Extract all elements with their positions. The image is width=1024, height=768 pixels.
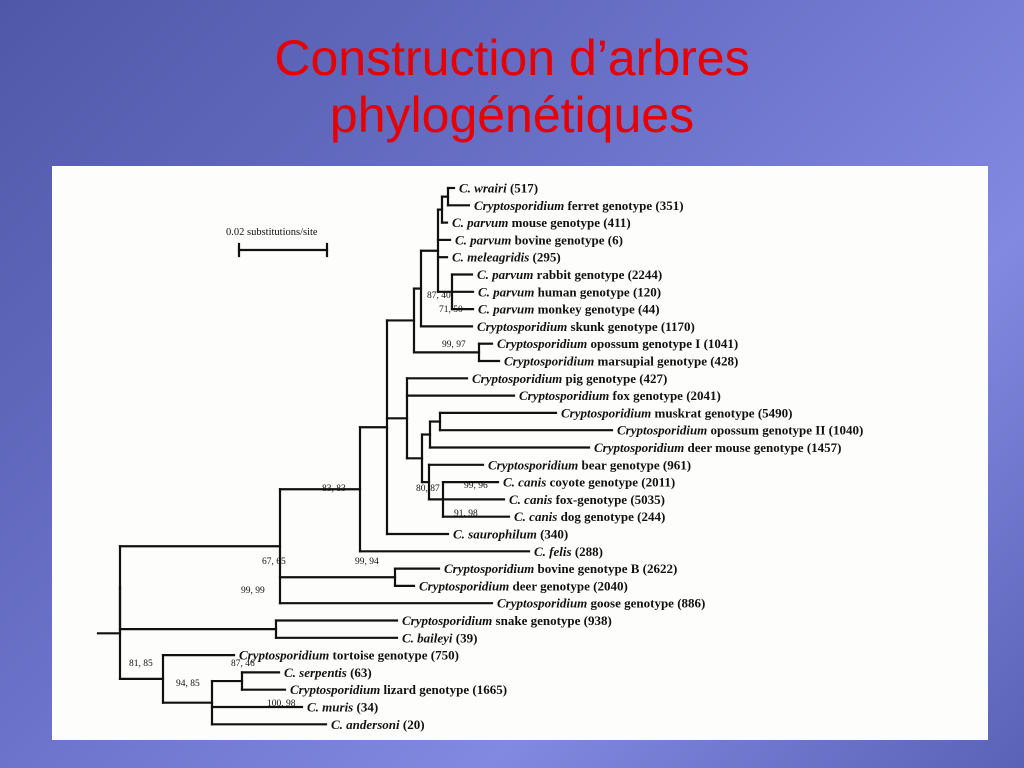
- leaf-label: C. parvum mouse genotype (411): [452, 215, 631, 230]
- leaf-label: Cryptosporidium fox genotype (2041): [519, 388, 721, 403]
- leaf-label: C. muris (34): [307, 700, 378, 715]
- leaf-label: C. saurophilum (340): [453, 527, 568, 542]
- leaf-label: Cryptosporidium deer mouse genotype (145…: [594, 440, 841, 455]
- scale-bar: 0.02 substitutions/site: [226, 227, 329, 258]
- leaf-label: C. felis (288): [534, 544, 603, 559]
- leaf-label: Cryptosporidium goose genotype (886): [497, 596, 705, 611]
- leaf-label: C. andersoni (20): [331, 717, 425, 732]
- leaf-label: C. parvum rabbit genotype (2244): [477, 267, 662, 282]
- bootstrap-value: 100, 98: [267, 699, 296, 709]
- leaf-label: Cryptosporidium marsupial genotype (428): [504, 354, 738, 369]
- bootstrap-value: 99, 97: [442, 340, 466, 350]
- leaf-label: Cryptosporidium bear genotype (961): [488, 457, 691, 472]
- slide-title-line-1: Construction d’arbres: [274, 30, 750, 86]
- bootstrap-value: 80, 87: [416, 484, 440, 494]
- bootstrap-value: 67, 65: [262, 557, 286, 567]
- leaf-label: Cryptosporidium tortoise genotype (750): [239, 648, 459, 663]
- bootstrap-value: 71, 50: [439, 305, 463, 315]
- bootstrap-value: 83, 83: [322, 484, 346, 494]
- leaf-label: Cryptosporidium pig genotype (427): [472, 371, 667, 386]
- phylogenetic-tree: 0.02 substitutions/site C. wrairi (517) C…: [96, 181, 863, 732]
- phylogenetic-tree-figure: 0.02 substitutions/site C. wrairi (517) C…: [52, 166, 988, 740]
- leaf-label: C. wrairi (517): [459, 181, 538, 196]
- leaf-label: C. canis fox-genotype (5035): [509, 492, 665, 507]
- bootstrap-value: 99, 96: [464, 481, 488, 491]
- leaf-label: Cryptosporidium ferret genotype (351): [474, 198, 684, 213]
- bootstrap-value: 99, 99: [241, 586, 265, 596]
- bootstrap-value: 87, 40: [427, 291, 451, 301]
- bootstrap-value: 99, 94: [355, 557, 379, 567]
- leaf-label: C. parvum monkey genotype (44): [478, 302, 660, 317]
- leaf-label: C. canis dog genotype (244): [514, 509, 665, 524]
- leaf-label: Cryptosporidium muskrat genotype (5490): [561, 405, 792, 420]
- bootstrap-value: 94, 85: [176, 679, 200, 689]
- leaf-label: Cryptosporidium opossum genotype I (1041…: [497, 336, 738, 351]
- leaf-label: Cryptosporidium skunk genotype (1170): [477, 319, 695, 334]
- leaf-label: C. parvum human genotype (120): [478, 284, 661, 299]
- leaf-label: C. serpentis (63): [284, 665, 372, 680]
- leaf-label: Cryptosporidium opossum genotype II (104…: [617, 423, 863, 438]
- leaf-label: Cryptosporidium bovine genotype B (2622): [444, 561, 677, 576]
- bootstrap-value: 91, 98: [454, 509, 478, 519]
- slide-title-line-2: phylogénétiques: [329, 87, 695, 143]
- bootstrap-value: 87, 46: [231, 659, 255, 669]
- bootstrap-value: 81, 85: [129, 659, 153, 669]
- leaf-label: C. baileyi (39): [402, 630, 477, 645]
- scale-bar-label: 0.02 substitutions/site: [226, 227, 318, 238]
- leaf-label: Cryptosporidium snake genotype (938): [402, 613, 612, 628]
- slide-title: Construction d’arbres phylogénétiques: [0, 30, 1024, 144]
- leaf-label: Cryptosporidium deer genotype (2040): [419, 578, 628, 593]
- leaf-label: C. parvum bovine genotype (6): [455, 232, 623, 247]
- leaf-label: C. meleagridis (295): [452, 250, 561, 265]
- leaf-label: Cryptosporidium lizard genotype (1665): [290, 682, 507, 697]
- leaf-label: C. canis coyote genotype (2011): [503, 475, 675, 490]
